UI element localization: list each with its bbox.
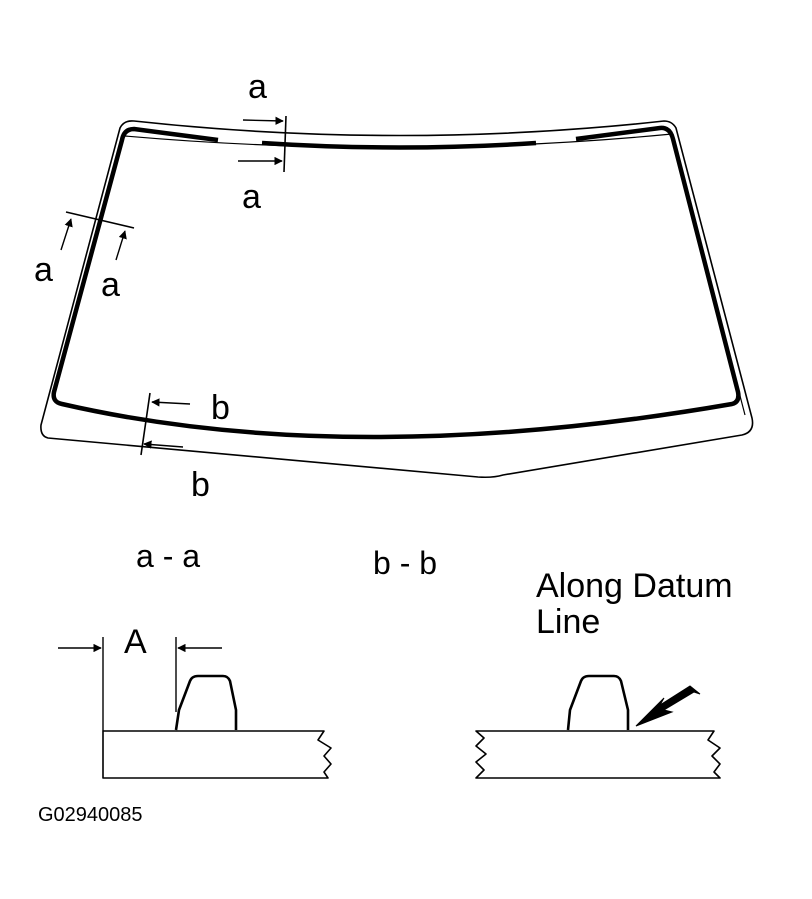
windshield-inner-edge xyxy=(124,133,746,416)
adhesive-bead-top-segment xyxy=(261,140,537,150)
body-panel-b xyxy=(475,730,721,779)
datum-line-note: Along Datum Line xyxy=(536,567,733,641)
dimension-a-label: A xyxy=(124,623,147,661)
callout-a-label: a xyxy=(34,251,53,289)
section-a-title: a - a xyxy=(136,538,201,574)
section-b-detail xyxy=(475,674,721,779)
adhesive-bead-line xyxy=(51,125,741,440)
section-a-detail xyxy=(58,637,332,779)
body-panel-a xyxy=(102,730,332,779)
section-cut-b xyxy=(140,392,191,456)
dam-profile-b xyxy=(566,674,630,731)
figure-code: G02940085 xyxy=(38,804,143,826)
dam-profile-a xyxy=(174,674,238,731)
windshield-glass-outline xyxy=(40,120,754,479)
callout-b-label: b xyxy=(211,389,230,427)
callout-a-label: a xyxy=(101,266,120,304)
section-b-title: b - b xyxy=(373,545,438,581)
callout-a-label: a xyxy=(242,178,261,216)
section-cut-a-left xyxy=(60,211,135,261)
callout-a-label: a xyxy=(248,68,267,106)
datum-pointer-arrow xyxy=(635,685,701,727)
callout-b-label: b xyxy=(191,466,210,504)
section-cut-a-top xyxy=(238,115,287,173)
